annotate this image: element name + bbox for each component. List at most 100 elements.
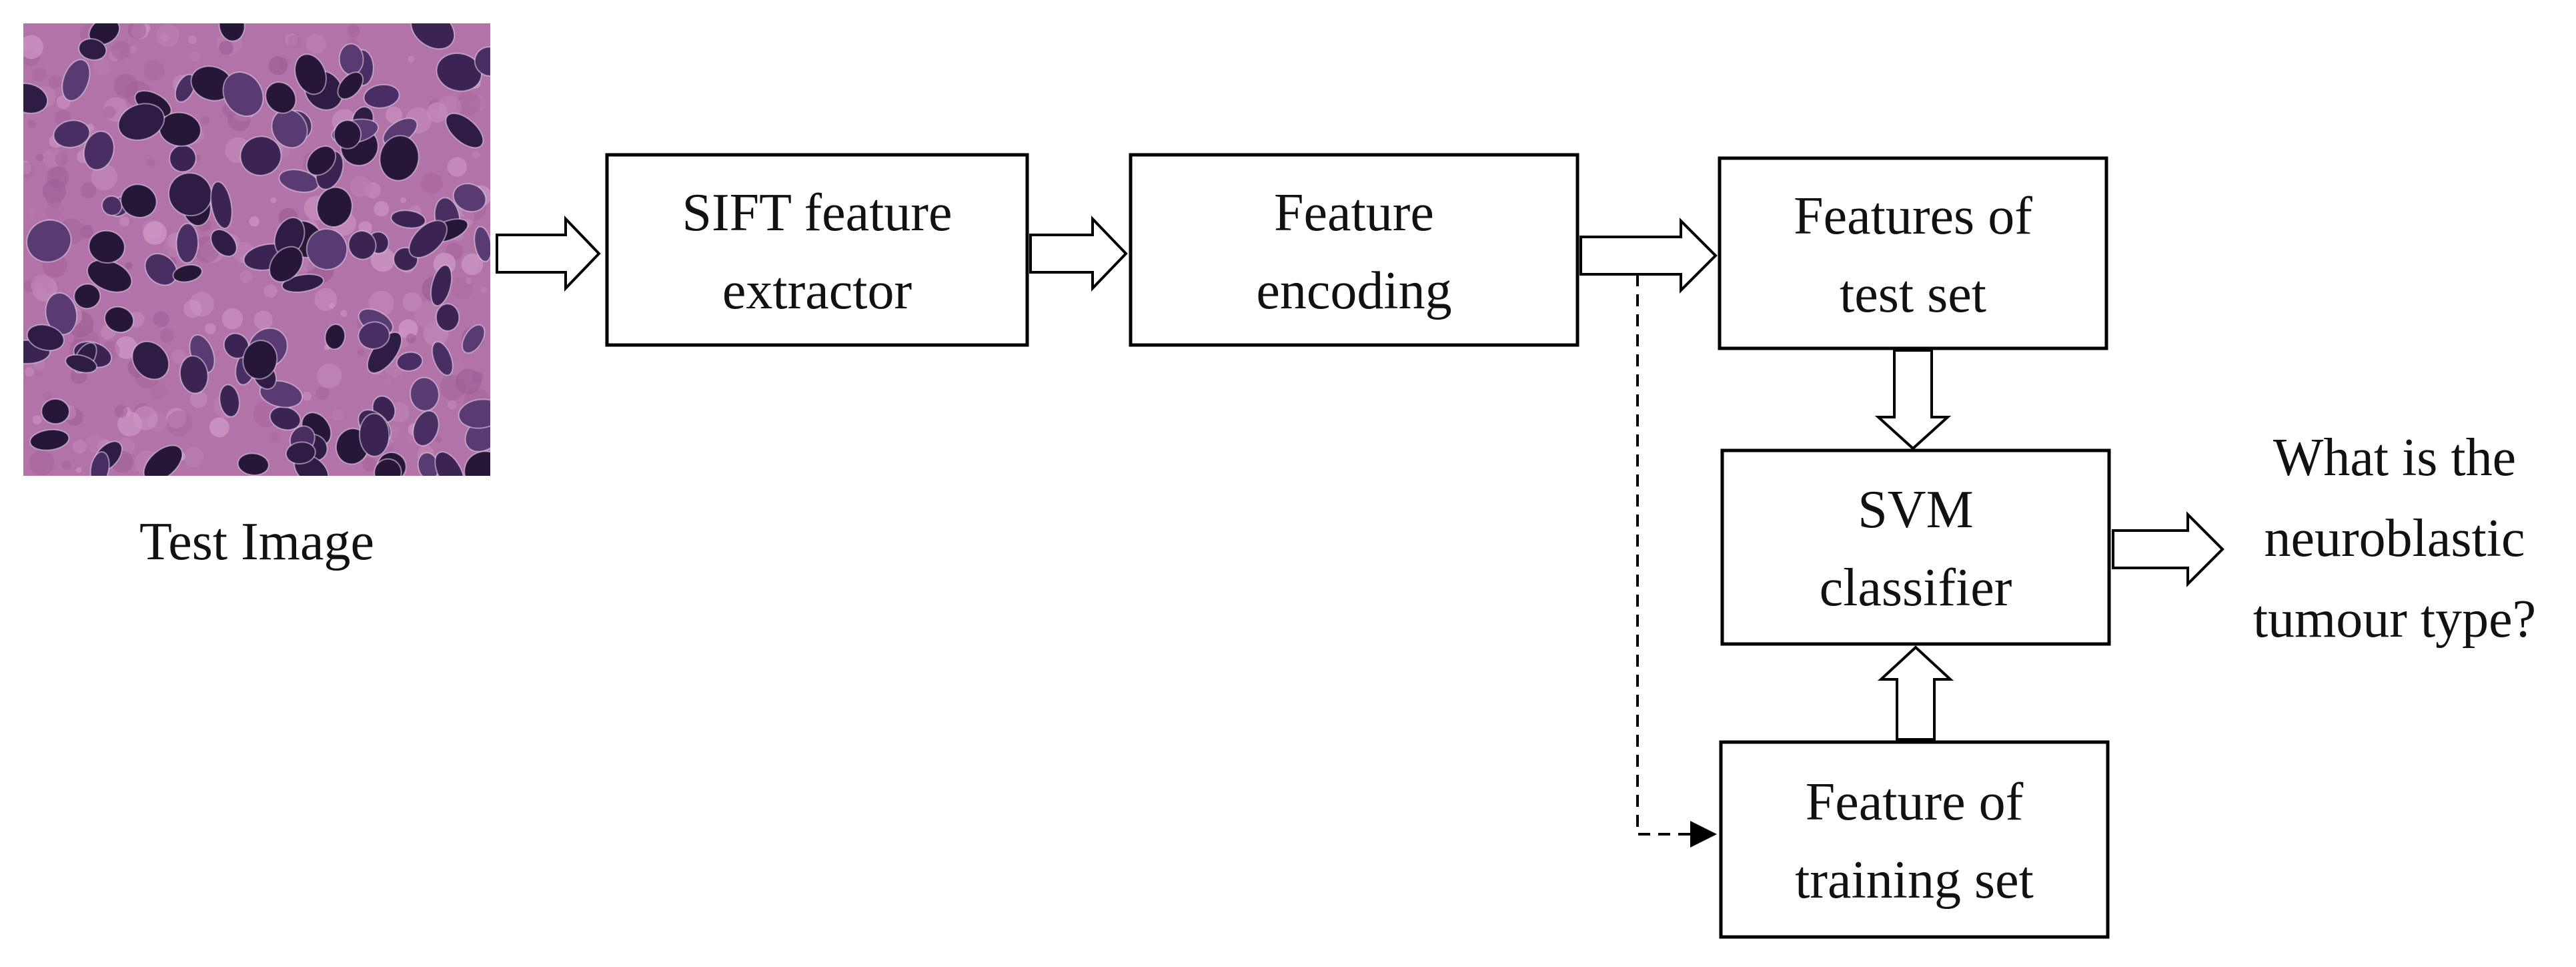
tissue-stroma-speck <box>205 323 216 334</box>
tissue-stroma-speck <box>80 182 97 199</box>
tissue-nucleus <box>73 283 101 310</box>
tissue-stroma-speck <box>161 34 169 41</box>
arrow-training-to-svm <box>1877 645 1954 741</box>
tissue-stroma-speck <box>62 460 71 470</box>
tissue-stroma-speck <box>23 35 43 59</box>
sift-box-line1: SIFT feature <box>682 184 952 242</box>
tissue-nucleus <box>61 59 91 101</box>
tissue-stroma-speck <box>42 148 62 168</box>
tissue-stroma-speck <box>23 162 35 178</box>
tissue-stroma-speck <box>109 50 121 62</box>
tissue-nucleus <box>101 195 123 216</box>
tissue-stroma-speck <box>305 33 326 54</box>
tissue-stroma-speck <box>35 371 42 378</box>
arrow-test-features-to-svm <box>1874 349 1952 450</box>
arrow-sift-to-encoding <box>1029 216 1128 292</box>
tissue-stroma-speck <box>253 310 273 330</box>
tissue-stroma-speck <box>315 386 330 400</box>
tissue-stroma-speck <box>249 216 259 227</box>
tissue-stroma-speck <box>362 457 377 472</box>
tissue-stroma-speck <box>456 91 481 116</box>
tissue-nucleus <box>65 354 98 374</box>
tissue-nucleus <box>210 229 237 257</box>
output-question-line1: What is the <box>2273 428 2516 487</box>
tissue-nucleus <box>53 119 91 148</box>
tissue-stroma-speck <box>183 446 204 468</box>
tissue-nucleus <box>78 38 107 61</box>
tissue-stroma-speck <box>171 349 186 364</box>
tissue-stroma-speck <box>166 408 187 428</box>
tissue-stroma-speck <box>183 300 202 318</box>
tissue-stroma-speck <box>385 106 403 123</box>
tissue-nucleus <box>87 259 133 293</box>
tissue-stroma-speck <box>129 45 137 53</box>
tissue-stroma-speck <box>117 411 143 436</box>
tissue-nucleus <box>379 135 420 182</box>
tissue-stroma-speck <box>374 201 390 217</box>
tissue-nucleus <box>218 23 245 42</box>
tissue-nucleus <box>445 112 484 149</box>
tissue-stroma-speck <box>347 24 360 37</box>
tissue-nucleus <box>430 264 453 307</box>
tissue-stroma-speck <box>143 221 167 245</box>
training-features-line2: training set <box>1795 851 2034 910</box>
tissue-nucleus <box>324 323 346 350</box>
tissue-stroma-speck <box>269 432 280 442</box>
tissue-stroma-speck <box>31 274 53 296</box>
dashed-connector-to-training <box>1636 274 1717 848</box>
tissue-nucleus <box>358 412 390 457</box>
tissue-stroma-speck <box>221 308 243 330</box>
tissue-stroma-speck <box>268 56 287 75</box>
tissue-stroma-speck <box>119 216 130 227</box>
tissue-nucleus <box>23 83 49 114</box>
tissue-nucleus <box>452 183 487 213</box>
tissue-stroma-speck <box>73 440 87 454</box>
tissue-stroma-speck <box>146 157 156 168</box>
tissue-nucleus <box>242 340 278 380</box>
tissue-stroma-speck <box>36 153 44 162</box>
tissue-nucleus <box>239 135 282 176</box>
tissue-stroma-speck <box>219 40 233 55</box>
tissue-stroma-speck <box>23 160 31 175</box>
tissue-nucleus <box>306 145 337 176</box>
tissue-stroma-speck <box>115 336 138 359</box>
tissue-stroma-speck <box>357 348 365 356</box>
tissue-stroma-speck <box>263 284 277 298</box>
tissue-stroma-speck <box>317 363 342 388</box>
tissue-stroma-speck <box>414 302 441 328</box>
tissue-stroma-speck <box>125 262 133 270</box>
tissue-nucleus <box>174 73 196 103</box>
tissue-nucleus <box>408 220 448 258</box>
arrow-svm-to-output <box>2112 511 2224 587</box>
tissue-stroma-speck <box>480 286 488 294</box>
tissue-stroma-speck <box>25 367 35 377</box>
tissue-stroma-speck <box>435 436 442 443</box>
tissue-stroma-speck <box>209 417 229 438</box>
training-set-features-box: Feature of training set <box>1719 740 2110 939</box>
tissue-nucleus <box>29 428 70 451</box>
tissue-stroma-speck <box>29 450 55 476</box>
tissue-stroma-speck <box>239 270 253 284</box>
tissue-stroma-speck <box>46 192 62 208</box>
tissue-stroma-speck <box>111 41 131 60</box>
tissue-stroma-speck <box>465 278 472 285</box>
svm-box-line1: SVM <box>1858 480 1973 539</box>
tissue-nucleus <box>337 71 364 100</box>
tissue-nucleus <box>305 228 348 270</box>
tissue-stroma-speck <box>56 166 66 176</box>
feature-encoding-box: Feature encoding <box>1129 153 1579 347</box>
tissue-stroma-speck <box>75 467 82 473</box>
tissue-nucleus <box>474 46 490 77</box>
tissue-stroma-speck <box>406 334 416 344</box>
tissue-nucleus <box>333 119 362 149</box>
tissue-nucleus <box>26 324 65 352</box>
tissue-stroma-speck <box>43 391 52 401</box>
svm-box-line2: classifier <box>1820 559 2012 617</box>
tissue-stroma-speck <box>470 95 486 111</box>
test-image-caption: Test Image <box>139 513 374 571</box>
tissue-nucleus <box>117 103 165 141</box>
tissue-nucleus <box>294 53 327 95</box>
tissue-stroma-speck <box>402 292 422 312</box>
tissue-stroma-speck <box>190 390 207 408</box>
